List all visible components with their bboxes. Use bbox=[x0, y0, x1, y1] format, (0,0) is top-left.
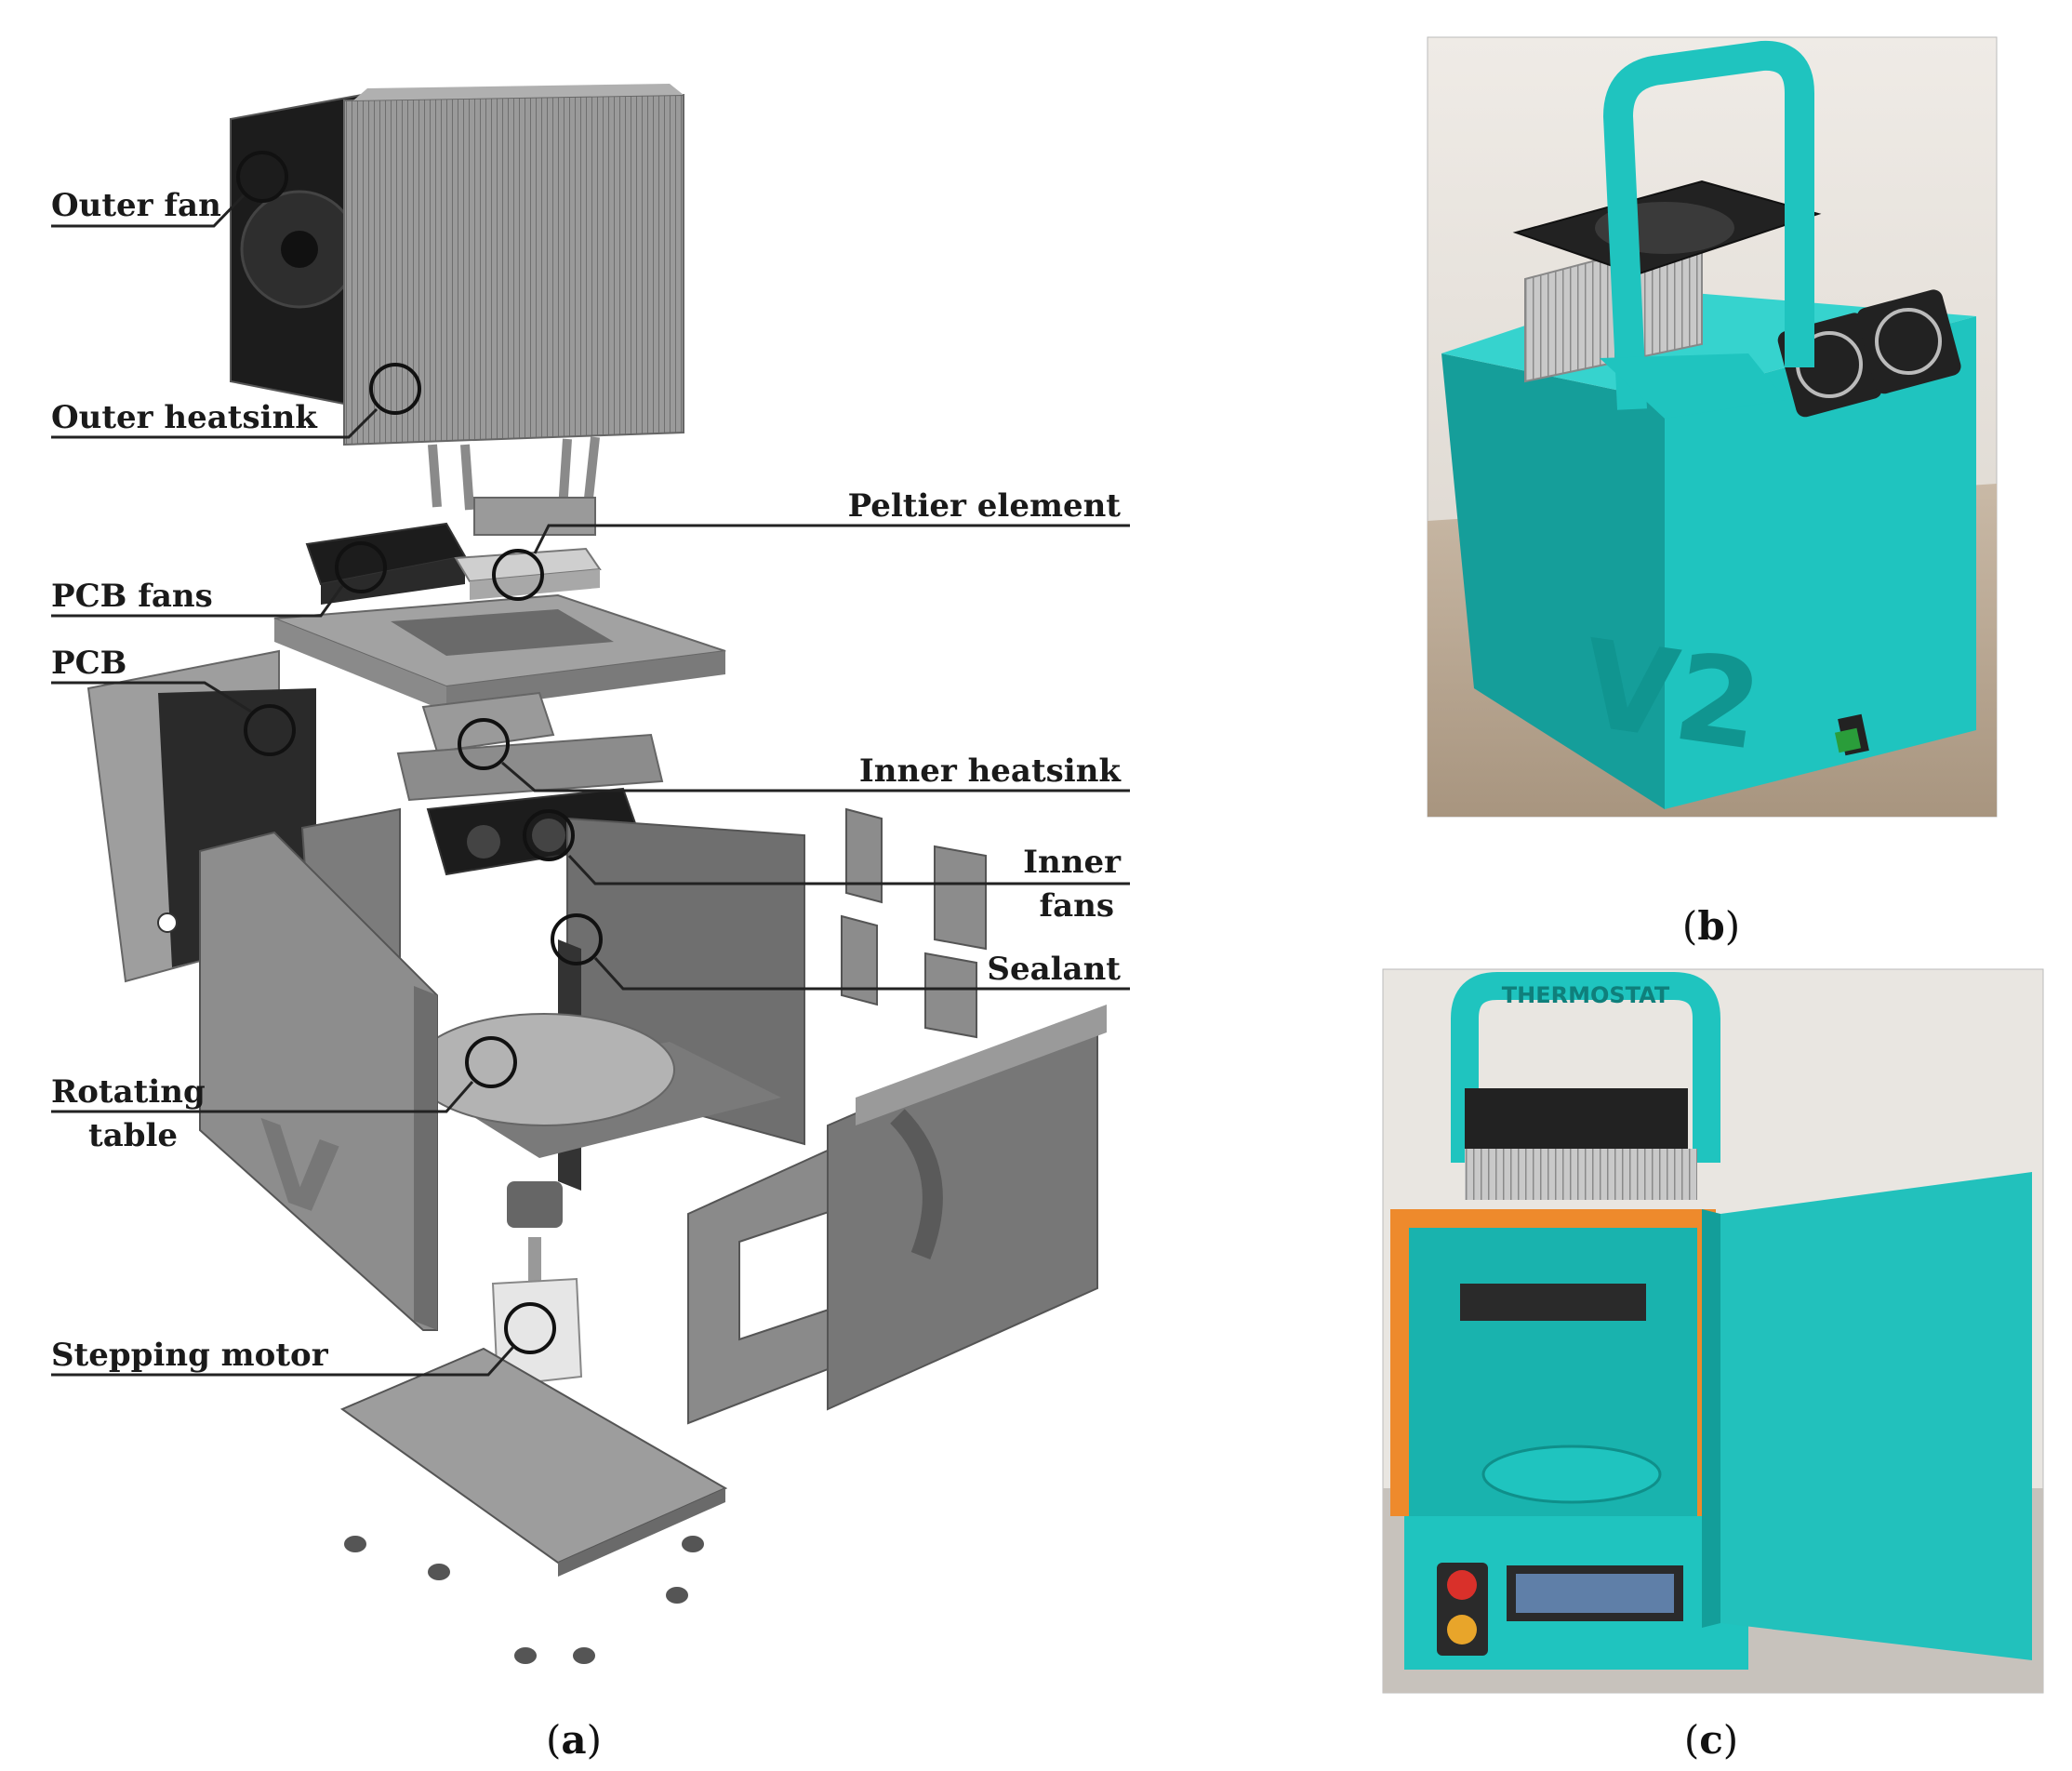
side-panel-v-text: V bbox=[260, 1098, 339, 1245]
door-assembly bbox=[687, 1005, 1107, 1425]
photo-b-box-side bbox=[1441, 353, 1665, 809]
caption-b: (b) bbox=[1682, 903, 1740, 949]
photo-c-handle-text: THERMOSTAT bbox=[1502, 982, 1670, 1008]
photo-b-front-text: V2 bbox=[1574, 613, 1769, 778]
caption-a: (a) bbox=[546, 1717, 602, 1763]
label-inner-fans-line1: Inner bbox=[1023, 844, 1122, 881]
feet bbox=[344, 1536, 704, 1664]
photo-b-box-front bbox=[1665, 316, 1976, 809]
label-stepping-motor: Stepping motor bbox=[51, 1337, 329, 1374]
photo-c-handle bbox=[1451, 972, 1720, 1163]
panel-a-exploded-view: V bbox=[51, 84, 1130, 1763]
label-peltier-element: Peltier element bbox=[848, 487, 1122, 525]
peltier-part bbox=[454, 547, 602, 600]
outer-heatsink-part bbox=[343, 84, 684, 536]
label-rotating-table-line2: table bbox=[88, 1117, 178, 1154]
caption-c: (c) bbox=[1684, 1717, 1738, 1763]
base-plate bbox=[339, 1347, 728, 1577]
label-outer-fan: Outer fan bbox=[51, 187, 221, 224]
sealant-strips bbox=[841, 807, 987, 1039]
top-frame-plate bbox=[273, 593, 726, 712]
label-pcb: PCB bbox=[51, 645, 126, 682]
panel-c-photo: THERMOSTAT (c) bbox=[1382, 968, 2044, 1763]
photo-b-handle bbox=[1602, 40, 1814, 410]
inner-heatsink-part bbox=[396, 691, 664, 802]
photo-c-top-fan bbox=[1465, 1088, 1688, 1149]
label-pcb-fans: PCB fans bbox=[51, 578, 213, 615]
label-inner-heatsink: Inner heatsink bbox=[859, 752, 1122, 790]
photo-c-door bbox=[1720, 1172, 2032, 1660]
callout-circles bbox=[236, 151, 603, 1354]
left-side-wall: V bbox=[199, 831, 438, 1331]
stepping-motor-part bbox=[491, 1181, 583, 1388]
outer-fan-part bbox=[230, 91, 373, 411]
label-rotating-table-line1: Rotating bbox=[51, 1073, 206, 1111]
panel-b-photo: V2 (b) bbox=[1427, 36, 1998, 949]
leader-lines bbox=[51, 193, 1130, 1377]
label-inner-fans-line2: fans bbox=[1039, 887, 1114, 925]
label-sealant: Sealant bbox=[987, 951, 1121, 988]
label-outer-heatsink: Outer heatsink bbox=[51, 399, 318, 436]
